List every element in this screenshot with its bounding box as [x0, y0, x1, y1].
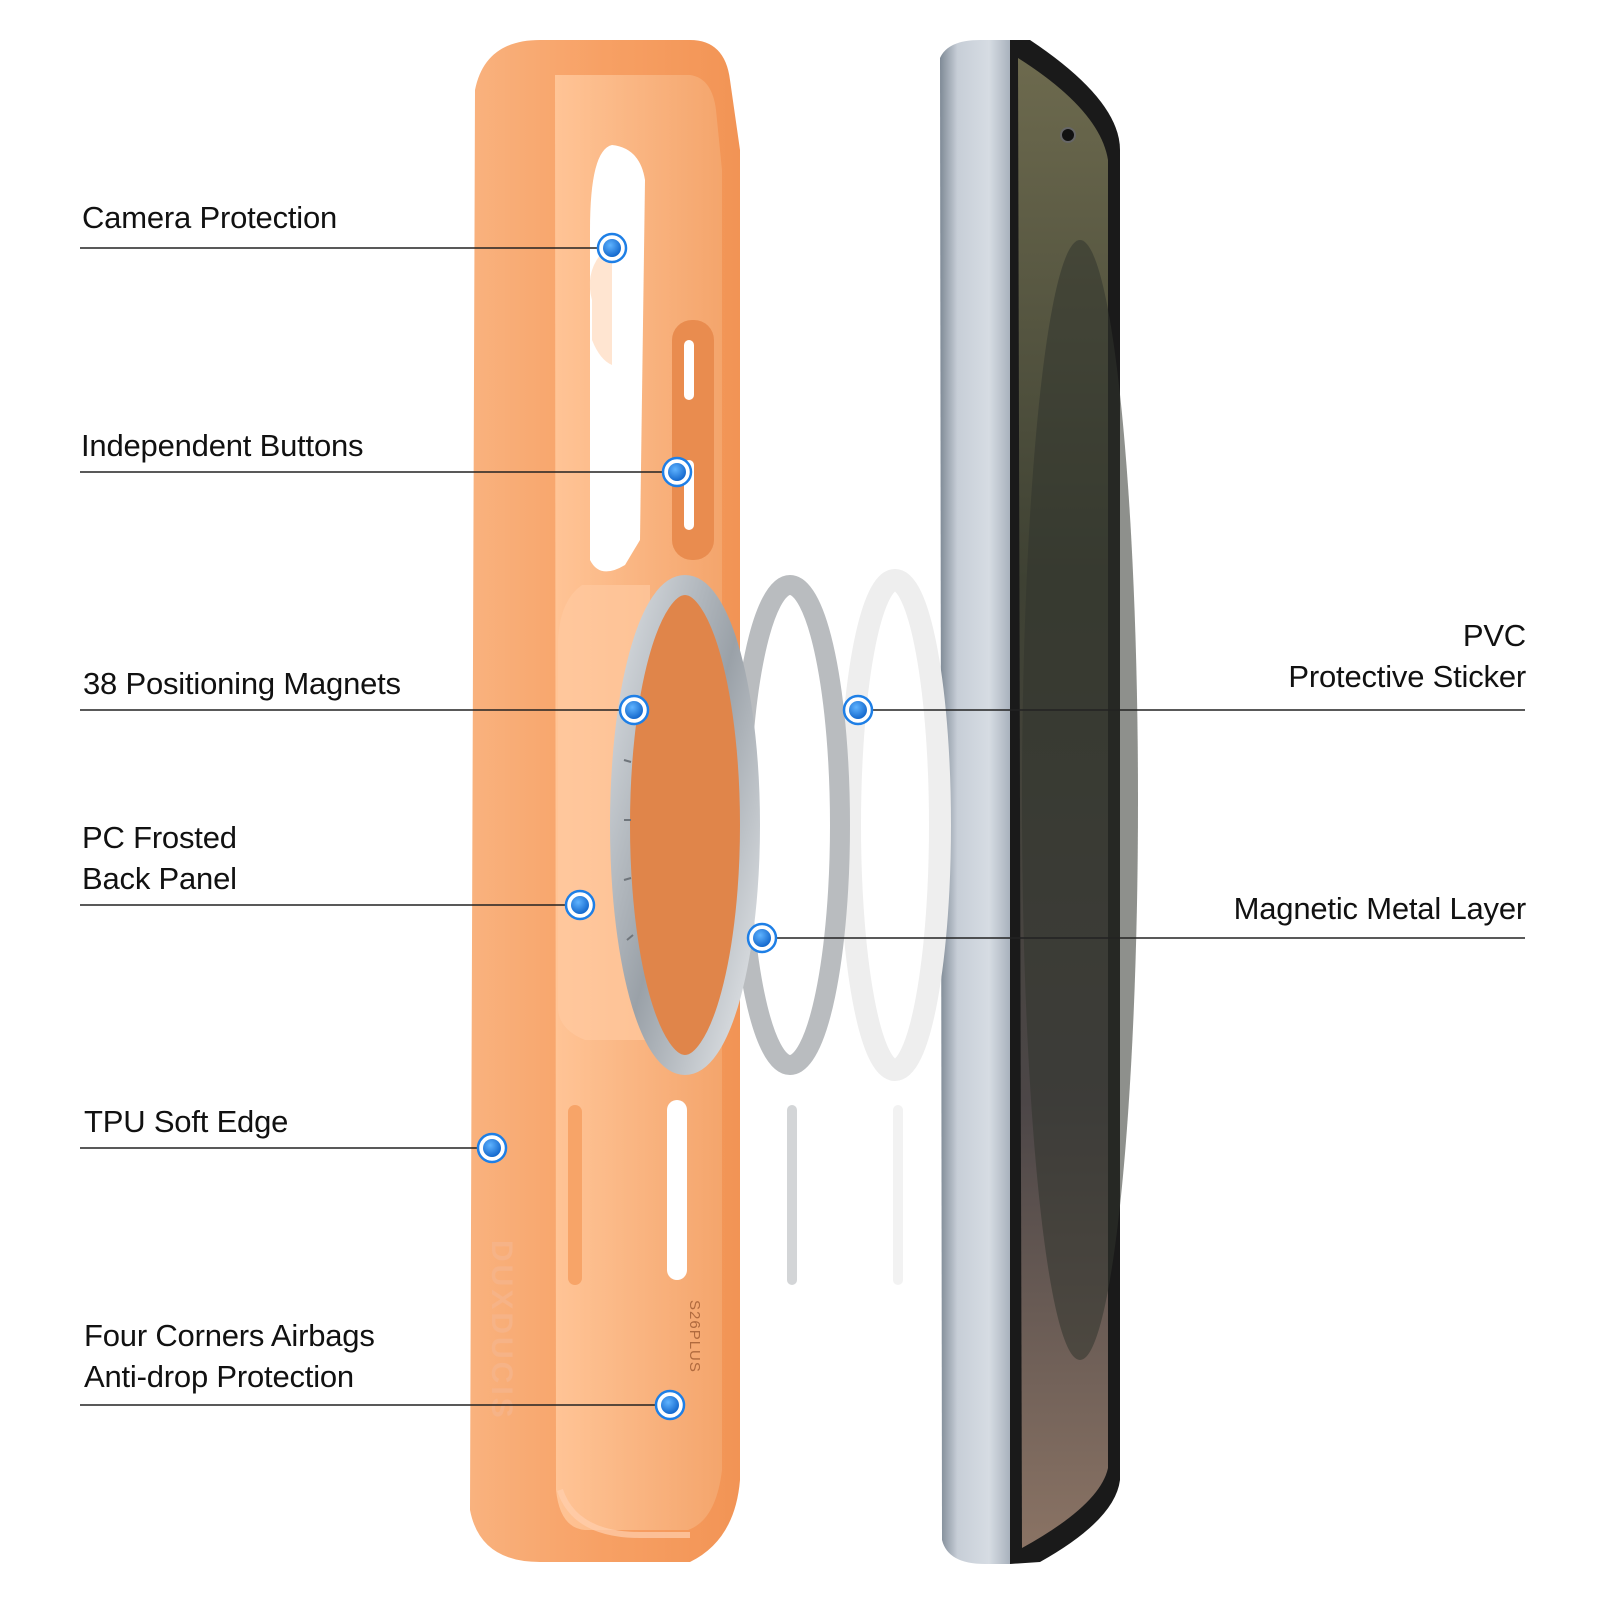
label-pvc-protective-sticker: PVC Protective Sticker	[1288, 615, 1526, 697]
label-line: Independent Buttons	[81, 428, 364, 463]
label-line: Protective Sticker	[1288, 659, 1526, 694]
label-line: 38 Positioning Magnets	[83, 666, 401, 701]
label-line: PVC	[1462, 618, 1526, 653]
callout-dots	[476, 232, 874, 1421]
callout-dot-icon	[842, 694, 874, 726]
callout-dot-icon	[746, 922, 778, 954]
callout-dot-icon	[564, 889, 596, 921]
label-line: Camera Protection	[82, 200, 338, 235]
phone-illustration	[940, 40, 1138, 1564]
callout-dot-icon	[618, 694, 650, 726]
case-model-text: S26PLUS	[686, 1300, 703, 1373]
label-pc-frosted-back-panel: PC Frosted Back Panel	[82, 817, 237, 899]
case-brand-text: DUXDUCIS	[485, 1240, 518, 1421]
label-line: TPU Soft Edge	[84, 1104, 289, 1139]
callout-dot-icon	[661, 456, 693, 488]
callout-dot-icon	[476, 1132, 508, 1164]
callout-dot-icon	[596, 232, 628, 264]
label-tpu-soft-edge: TPU Soft Edge	[84, 1101, 288, 1142]
leader-lines	[80, 247, 1525, 1406]
label-line: Magnetic Metal Layer	[1233, 891, 1527, 926]
label-camera-protection: Camera Protection	[82, 197, 337, 238]
case-illustration: DUXDUCIS S26PLUS	[470, 40, 760, 1562]
label-line: PC Frosted	[82, 820, 237, 855]
label-four-corners-airbags: Four Corners Airbags Anti-drop Protectio…	[84, 1315, 375, 1397]
label-independent-buttons: Independent Buttons	[81, 425, 364, 466]
label-line: Anti-drop Protection	[84, 1359, 354, 1394]
pvc-sticker-ring	[839, 569, 951, 1285]
label-positioning-magnets: 38 Positioning Magnets	[83, 663, 401, 704]
label-line: Four Corners Airbags	[84, 1318, 375, 1353]
label-line: Back Panel	[82, 861, 237, 896]
label-magnetic-metal-layer: Magnetic Metal Layer	[1233, 888, 1527, 929]
callout-dot-icon	[654, 1389, 686, 1421]
